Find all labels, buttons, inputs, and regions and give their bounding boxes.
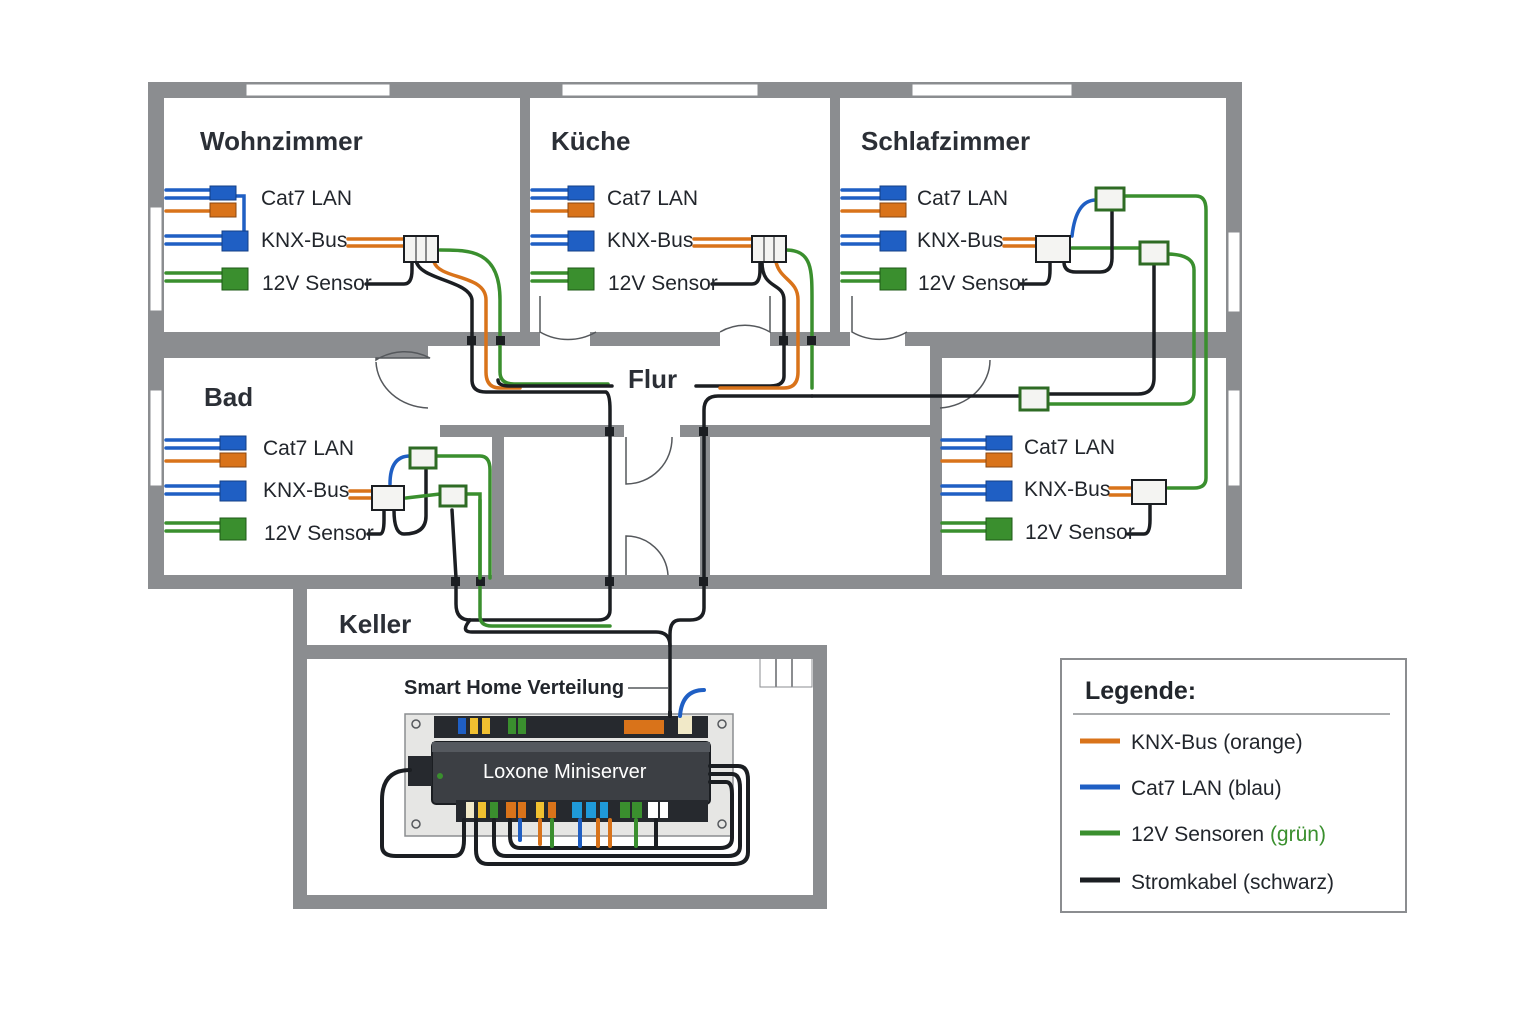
- wz-junction-box: [403, 235, 439, 263]
- bad-label-sensor: 12V Sensor: [264, 522, 374, 545]
- top-terminals: [458, 716, 692, 734]
- sz-label-sensor: 12V Sensor: [918, 272, 1028, 295]
- bad-cat7-connector-top: [219, 435, 247, 451]
- wz-knx-trunk: [432, 260, 522, 390]
- trunk-flur-main: [668, 394, 814, 714]
- wz-label-cat7: Cat7 LAN: [261, 187, 352, 210]
- wz-power-trunk: [414, 258, 612, 622]
- bad-junction-box: [371, 485, 405, 511]
- sz-cat7-connector-top: [879, 185, 907, 201]
- bad-knx-connector: [219, 480, 247, 502]
- wall-clips: [451, 336, 816, 586]
- walls: [148, 82, 1242, 909]
- east-knx-connector: [985, 480, 1013, 502]
- bad-sensor-connector: [219, 517, 247, 541]
- legend-label-knx: KNX-Bus (orange): [1131, 731, 1303, 754]
- bad-junction-box-right: [438, 484, 468, 508]
- legend-label-sensor: 12V Sensoren (grün): [1131, 823, 1326, 846]
- wz-sensor-connector: [221, 267, 249, 291]
- east-sensor-connector: [985, 517, 1013, 541]
- sz-sensor-connector: [879, 267, 907, 291]
- wz-cat7-connector-bottom: [209, 202, 237, 218]
- bad-cat7-connector-bottom: [219, 452, 247, 468]
- trunk-flur-down: [463, 618, 672, 648]
- sz-cat7-connector-bottom: [879, 202, 907, 218]
- flur-junction-box: [1018, 386, 1050, 412]
- east-label-sensor: 12V Sensor: [1025, 521, 1135, 544]
- wz-power-flur: [496, 378, 614, 388]
- east-cat7-connector-bottom: [985, 452, 1013, 468]
- sz-label-knx: KNX-Bus: [917, 229, 1003, 252]
- room-title-wohnzimmer: Wohnzimmer: [200, 126, 363, 156]
- legend-label-lan: Cat7 LAN (blau): [1131, 777, 1282, 800]
- wz-label-sensor: 12V Sensor: [262, 272, 372, 295]
- ku-sensor-trunk: [784, 248, 814, 390]
- room-title-bad: Bad: [204, 382, 253, 412]
- legend-label-sensor-main: 12V Sensoren: [1131, 823, 1270, 846]
- room-wiring-kueche: [530, 185, 787, 291]
- ku-knx-connector: [567, 230, 595, 252]
- legend-label-sensor-accent: (grün): [1270, 823, 1326, 846]
- east-label-cat7: Cat7 LAN: [1024, 436, 1115, 459]
- ku-knx-trunk: [718, 260, 800, 390]
- room-wiring-wohnzimmer: [164, 185, 439, 291]
- ku-cat7-connector-top: [567, 185, 595, 201]
- bad-junction-box-upper: [408, 446, 438, 470]
- wz-label-knx: KNX-Bus: [261, 229, 347, 252]
- wz-sensor-trunk: [438, 248, 610, 386]
- bad-label-knx: KNX-Bus: [263, 479, 349, 502]
- sz-junction-box-right: [1138, 240, 1170, 266]
- sz-knx-connector: [879, 230, 907, 252]
- wz-knx-connector: [221, 230, 249, 252]
- sz-junction-box-upper: [1094, 186, 1126, 212]
- east-label-knx: KNX-Bus: [1024, 478, 1110, 501]
- door-swings: [375, 296, 991, 576]
- sz-power-route: [1046, 260, 1156, 396]
- legend: Legende: KNX-Bus (orange) Cat7 LAN (blau…: [1060, 658, 1407, 913]
- room-wiring-east: [940, 435, 1167, 541]
- room-title-keller: Keller: [339, 609, 411, 639]
- windows: [149, 83, 1241, 688]
- legend-label-power: Stromkabel (schwarz): [1131, 871, 1334, 894]
- legend-title: Legende:: [1085, 677, 1196, 705]
- bad-label-cat7: Cat7 LAN: [263, 437, 354, 460]
- ku-cat7-connector-bottom: [567, 202, 595, 218]
- sz-green-long: [1122, 194, 1208, 490]
- ku-sensor-connector: [567, 267, 595, 291]
- room-wiring-bad: [164, 435, 492, 580]
- ku-label-cat7: Cat7 LAN: [607, 187, 698, 210]
- trunk-wires: [414, 194, 1208, 714]
- room-title-kueche: Küche: [551, 126, 630, 156]
- keller-window-detail: [775, 657, 793, 687]
- ku-label-knx: KNX-Bus: [607, 229, 693, 252]
- bottom-terminals: [466, 802, 668, 818]
- room-wiring-schlafzimmer: [840, 185, 1170, 412]
- wz-cat7-connector-top: [209, 185, 237, 201]
- sz-green-route: [1046, 252, 1196, 406]
- room-title-flur: Flur: [628, 364, 677, 394]
- sz-label-cat7: Cat7 LAN: [917, 187, 1008, 210]
- cabinet-label: Smart Home Verteilung: [404, 677, 624, 699]
- ku-label-sensor: 12V Sensor: [608, 272, 718, 295]
- bad-down-green: [478, 498, 612, 628]
- sz-junction-box: [1035, 235, 1071, 263]
- room-title-schlafzimmer: Schlafzimmer: [861, 126, 1030, 156]
- miniserver-assembly: Loxone Miniserver: [380, 688, 750, 866]
- miniserver-label: Loxone Miniserver: [483, 761, 647, 783]
- ku-junction-box: [751, 235, 787, 263]
- east-cat7-connector-top: [985, 435, 1013, 451]
- east-junction-box: [1131, 479, 1167, 505]
